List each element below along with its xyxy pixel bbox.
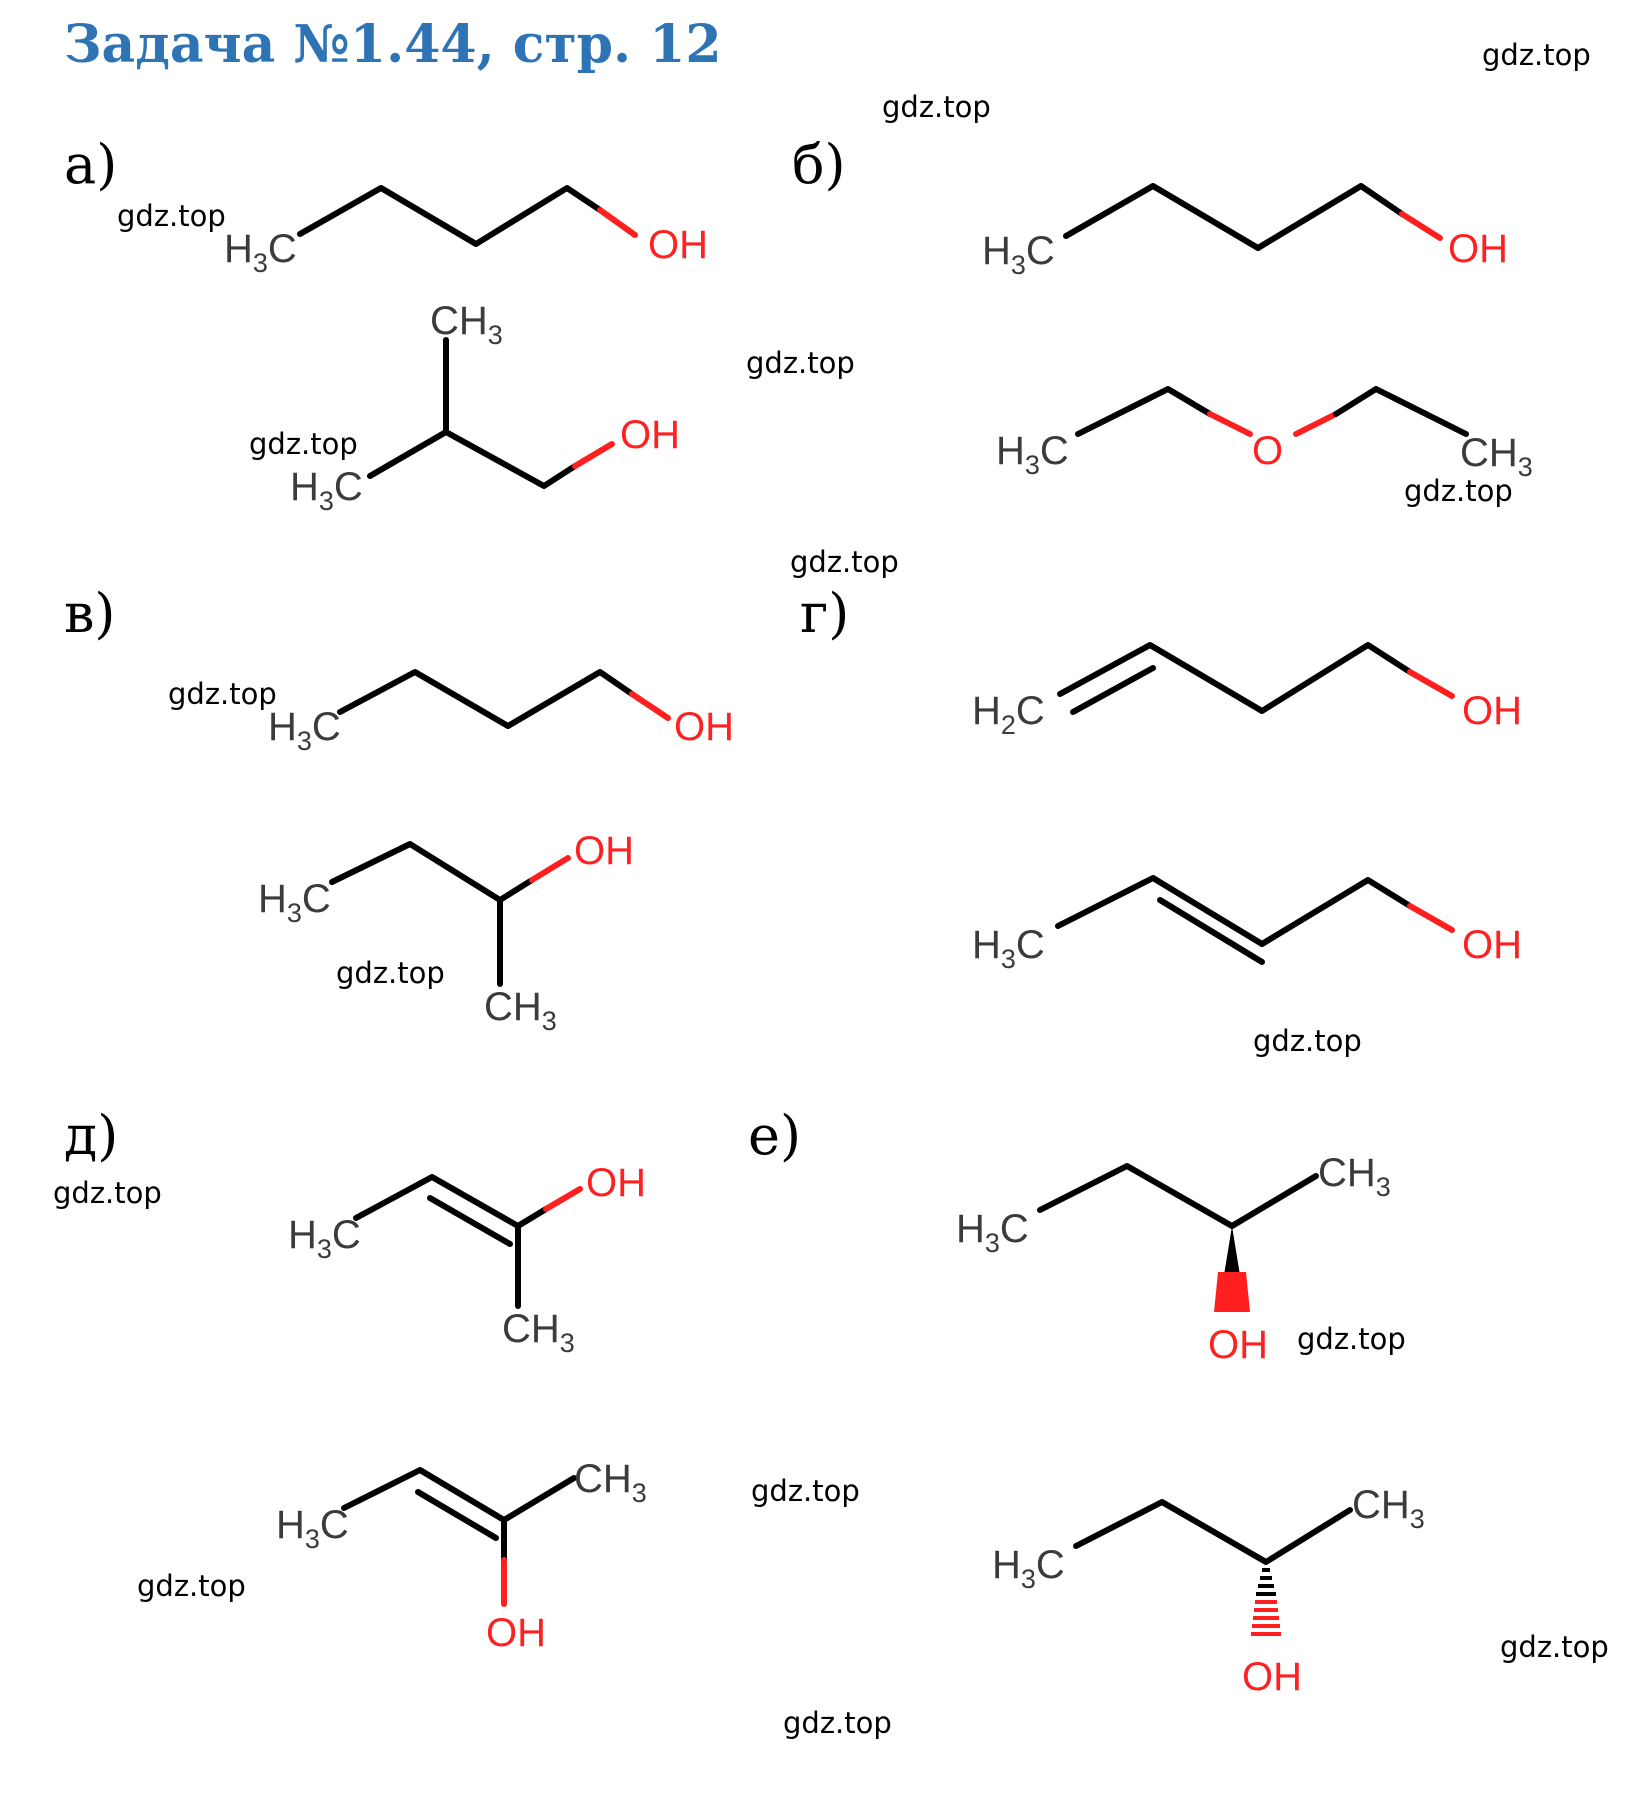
molecule-g2: H3C OH [972, 875, 1522, 974]
svg-text:O: O [1252, 429, 1283, 473]
svg-text:OH: OH [648, 223, 708, 267]
svg-text:CH3: CH3 [1352, 1483, 1425, 1534]
svg-text:H3C: H3C [992, 1543, 1065, 1594]
svg-text:H3C: H3C [276, 1503, 349, 1554]
watermark: gdz.top [1500, 1630, 1609, 1664]
watermark: gdz.top [1404, 474, 1513, 508]
svg-text:H3C: H3C [996, 429, 1069, 480]
svg-text:CH3: CH3 [1318, 1151, 1391, 1202]
molecule-g1: H2C OH [972, 642, 1522, 740]
svg-text:H3C: H3C [290, 465, 363, 516]
panel-label-e: е) [748, 1104, 801, 1167]
svg-text:H3C: H3C [972, 923, 1045, 974]
molecule-d2: H3C CH3 OH [276, 1457, 647, 1655]
watermark: gdz.top [1297, 1322, 1406, 1356]
panel-label-d: д) [64, 1104, 118, 1167]
watermark: gdz.top [746, 346, 855, 380]
panel-label-g: г) [800, 582, 849, 645]
molecule-e2: H3C CH3 OH [992, 1483, 1425, 1699]
svg-text:CH3: CH3 [430, 299, 503, 350]
page-title: Задача №1.44, стр. 12 [64, 14, 722, 75]
hash-bond [1251, 1568, 1281, 1636]
svg-text:OH: OH [574, 829, 634, 873]
svg-text:H3C: H3C [288, 1213, 361, 1264]
molecule-b1: H3C OH [982, 183, 1508, 280]
molecule-v1: H3C OH [268, 669, 734, 756]
wedge-bond-red [1214, 1272, 1250, 1312]
watermark: gdz.top [783, 1706, 892, 1740]
molecule-a2: CH3 H3C OH [290, 299, 680, 516]
svg-text:OH: OH [1448, 227, 1508, 271]
watermark: gdz.top [117, 199, 226, 233]
watermark: gdz.top [790, 545, 899, 579]
svg-text:OH: OH [1242, 1655, 1302, 1699]
svg-text:H2C: H2C [972, 689, 1045, 740]
svg-text:CH3: CH3 [484, 985, 557, 1036]
panel-label-b: б) [792, 133, 846, 196]
svg-text:OH: OH [674, 705, 734, 749]
svg-text:CH3: CH3 [1460, 431, 1533, 482]
watermark: gdz.top [751, 1474, 860, 1508]
svg-text:OH: OH [486, 1611, 546, 1655]
svg-text:CH3: CH3 [502, 1307, 575, 1358]
svg-text:OH: OH [586, 1161, 646, 1205]
molecule-b2: H3C O CH3 [996, 386, 1533, 482]
svg-text:H3C: H3C [982, 229, 1055, 280]
svg-text:H3C: H3C [258, 877, 331, 928]
watermark: gdz.top [137, 1569, 246, 1603]
watermark: gdz.top [53, 1176, 162, 1210]
panel-label-a: а) [64, 133, 117, 196]
svg-text:OH: OH [1462, 923, 1522, 967]
svg-text:CH3: CH3 [574, 1457, 647, 1508]
watermark: gdz.top [1253, 1024, 1362, 1058]
svg-text:H3C: H3C [224, 227, 297, 278]
watermark: gdz.top [1482, 38, 1591, 72]
svg-text:OH: OH [1208, 1323, 1268, 1367]
svg-text:H3C: H3C [268, 705, 341, 756]
molecule-v2: H3C OH CH3 [258, 829, 634, 1036]
molecule-a1: H3C OH [224, 185, 708, 278]
svg-text:H3C: H3C [956, 1207, 1029, 1258]
watermark: gdz.top [336, 956, 445, 990]
molecule-d1: H3C OH CH3 [288, 1161, 646, 1358]
watermark: gdz.top [249, 427, 358, 461]
svg-text:OH: OH [620, 413, 680, 457]
watermark: gdz.top [168, 677, 277, 711]
svg-text:OH: OH [1462, 689, 1522, 733]
panel-label-v: в) [64, 582, 115, 645]
watermark: gdz.top [882, 90, 991, 124]
molecule-e1: H3C CH3 OH [956, 1151, 1391, 1367]
